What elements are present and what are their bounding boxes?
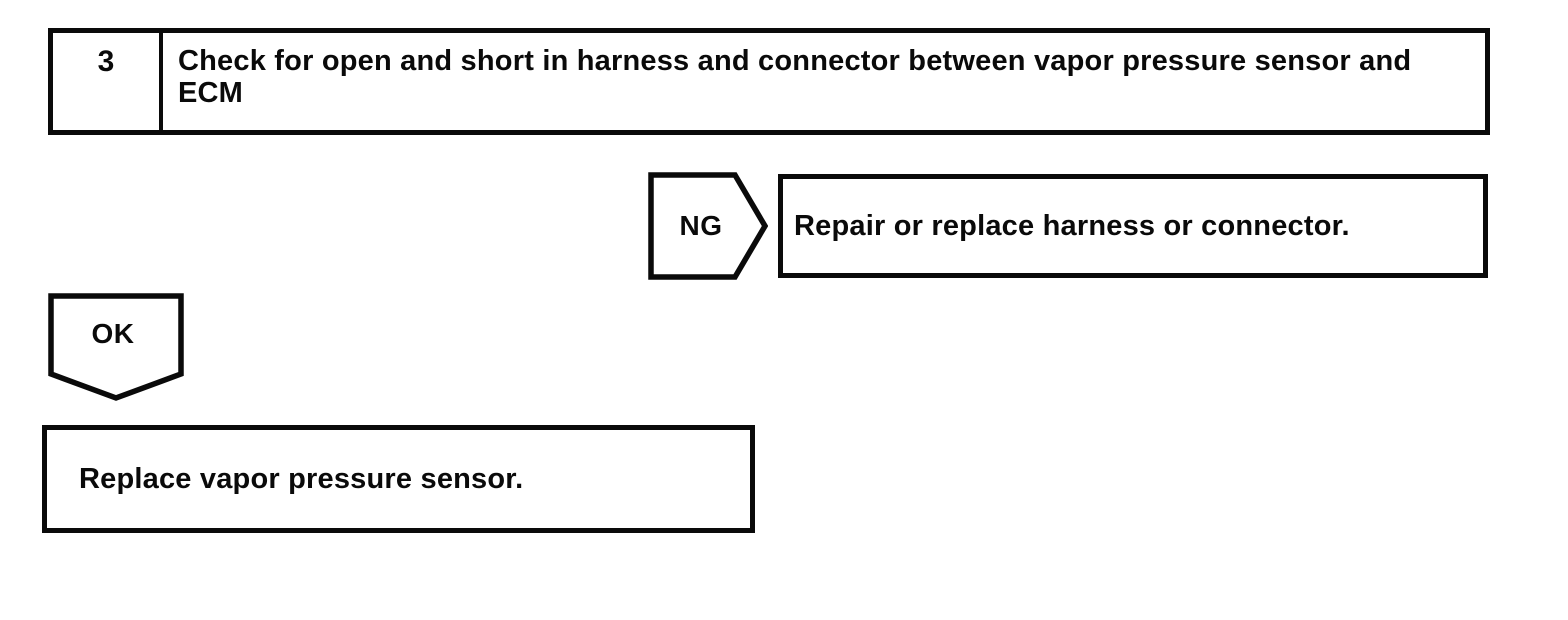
step-box: 3 Check for open and short in harness an… (48, 28, 1490, 135)
step-number: 3 (53, 33, 163, 130)
ok-connector: OK (48, 293, 184, 401)
ng-action-text: Repair or replace harness or connector. (794, 209, 1350, 242)
ng-label: NG (679, 210, 723, 241)
ok-action-box: Replace vapor pressure sensor. (42, 425, 755, 533)
step-title: Check for open and short in harness and … (178, 45, 1412, 109)
ok-action-text: Replace vapor pressure sensor. (79, 462, 524, 495)
ng-action-box: Repair or replace harness or connector. (778, 174, 1488, 278)
ng-connector: NG (648, 172, 768, 280)
ok-label: OK (91, 318, 135, 349)
ng-pentagon-icon (648, 172, 768, 280)
ok-pentagon-icon (48, 293, 184, 401)
